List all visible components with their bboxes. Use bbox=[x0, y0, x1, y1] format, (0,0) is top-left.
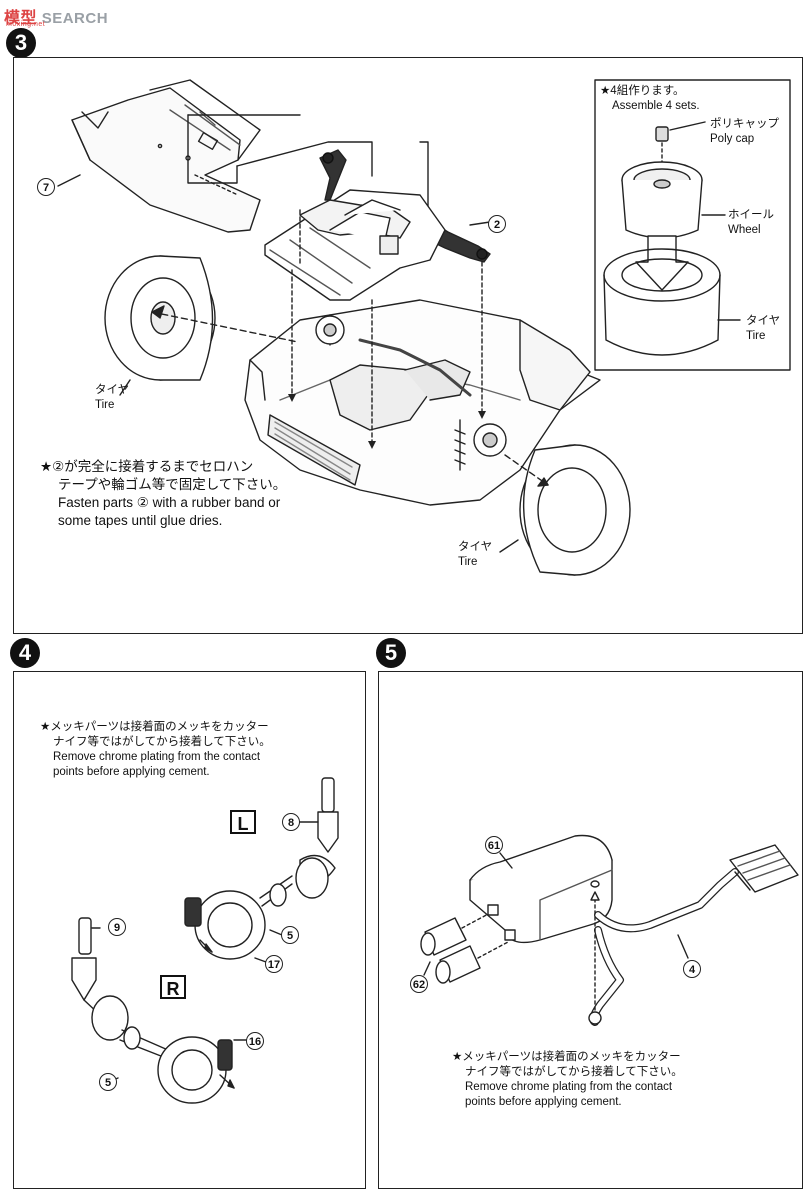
right-tire-shape bbox=[504, 444, 631, 576]
left-side-marker: L bbox=[230, 810, 256, 834]
step-5-number: 5 bbox=[384, 640, 398, 665]
part-5a-label: 5 bbox=[281, 926, 299, 944]
part-7-label: 7 bbox=[37, 178, 55, 196]
left-side-letter: L bbox=[237, 814, 249, 834]
step-5-note-jp-2: ナイフ等ではがしてから接着して下さい。 bbox=[465, 1066, 683, 1078]
step-5-panel bbox=[378, 671, 803, 1189]
step-4-note: ★メッキパーツは接着面のメッキをカッター ナイフ等ではがしてから接着して下さい。… bbox=[40, 720, 271, 780]
part-4-label: 4 bbox=[683, 960, 701, 978]
watermark: 模型 SEARCH moxing.net bbox=[4, 4, 108, 28]
part-17-number: 17 bbox=[267, 959, 281, 971]
part-7-number: 7 bbox=[42, 182, 50, 194]
step-4-note-jp-2: ナイフ等ではがしてから接着して下さい。 bbox=[53, 736, 271, 748]
part-61-number: 61 bbox=[487, 840, 501, 852]
step-5-note-en-2: points before applying cement. bbox=[465, 1096, 622, 1108]
part-62-label: 62 bbox=[410, 975, 428, 993]
part-5a-number: 5 bbox=[286, 930, 294, 942]
step-5-note-en-1: Remove chrome plating from the contact bbox=[465, 1081, 673, 1093]
step-3-note-en-2: some tapes until glue dries. bbox=[58, 513, 223, 528]
part-61-label: 61 bbox=[485, 836, 503, 854]
step-4-note-en-1: Remove chrome plating from the contact bbox=[53, 751, 261, 763]
left-tire-en: Tire bbox=[95, 399, 115, 411]
step-4-drawing-shape bbox=[71, 777, 339, 1104]
part-2-label: 2 bbox=[488, 215, 506, 233]
part-16-number: 16 bbox=[248, 1036, 262, 1048]
part-2-number: 2 bbox=[493, 219, 501, 231]
step-5-badge: 5 bbox=[376, 638, 406, 668]
part-5b-label: 5 bbox=[99, 1073, 117, 1091]
step-4-note-en-2: points before applying cement. bbox=[53, 766, 210, 778]
watermark-url: moxing.net bbox=[6, 21, 46, 28]
part-8-label: 8 bbox=[282, 813, 300, 831]
left-tire-shape bbox=[104, 255, 299, 381]
watermark-brand-cn: 模型 bbox=[4, 10, 38, 27]
right-side-marker: R bbox=[160, 975, 186, 999]
part-9-number: 9 bbox=[113, 922, 121, 934]
left-tire-jp: タイヤ bbox=[95, 384, 130, 396]
step-5-drawing-shape bbox=[420, 834, 799, 1026]
part-9-label: 9 bbox=[108, 918, 126, 936]
part-62-number: 62 bbox=[412, 979, 426, 991]
step-4-panel bbox=[13, 671, 366, 1189]
car-body-shape bbox=[244, 299, 601, 506]
inset-tire-label: タイヤ Tire bbox=[746, 314, 780, 344]
part-17-label: 17 bbox=[265, 955, 283, 973]
part-5b-number: 5 bbox=[104, 1077, 112, 1089]
inset-tire-en: Tire bbox=[746, 330, 766, 342]
inset-title-jp: ★4組作ります。 bbox=[600, 85, 685, 97]
step-3-note-en-1: Fasten parts ② with a rubber band or bbox=[58, 495, 281, 510]
part-8-number: 8 bbox=[287, 817, 295, 829]
part-16-label: 16 bbox=[246, 1032, 264, 1050]
step-3-note: ★②が完全に接着するまでセロハン テープや輪ゴム等で固定して下さい。 Faste… bbox=[40, 458, 340, 530]
step-5-note: ★メッキパーツは接着面のメッキをカッター ナイフ等ではがしてから接着して下さい。… bbox=[452, 1050, 683, 1110]
right-side-letter: R bbox=[166, 979, 180, 999]
polycap-jp: ポリキャップ bbox=[710, 118, 779, 130]
inset-title-en: Assemble 4 sets. bbox=[612, 100, 700, 112]
right-tire-label: タイヤ Tire bbox=[458, 540, 492, 570]
right-tire-en: Tire bbox=[458, 556, 478, 568]
left-tire-label: タイヤ Tire bbox=[95, 383, 129, 413]
step-3-badge: 3 bbox=[6, 28, 36, 58]
wheel-label: ホイール Wheel bbox=[728, 208, 774, 238]
part-7-spoiler-shape bbox=[71, 79, 261, 233]
step-4-note-jp-1: ★メッキパーツは接着面のメッキをカッター bbox=[40, 721, 269, 733]
watermark-brand-en: SEARCH bbox=[41, 10, 109, 27]
part-4-number: 4 bbox=[688, 964, 696, 976]
step-3-note-jp-1: ★②が完全に接着するまでセロハン bbox=[40, 459, 254, 474]
wheel-en: Wheel bbox=[728, 224, 761, 236]
polycap-label: ポリキャップ Poly cap bbox=[710, 117, 779, 147]
wheel-jp: ホイール bbox=[728, 209, 774, 221]
step-5-note-jp-1: ★メッキパーツは接着面のメッキをカッター bbox=[452, 1051, 681, 1063]
inset-tire-jp: タイヤ bbox=[746, 315, 781, 327]
step-4-number: 4 bbox=[18, 640, 32, 665]
step-3-panel bbox=[13, 57, 803, 634]
engine-cover-shape bbox=[264, 189, 446, 301]
step-4-badge: 4 bbox=[10, 638, 40, 668]
right-tire-jp: タイヤ bbox=[458, 541, 493, 553]
step-3-number: 3 bbox=[14, 30, 28, 55]
step-3-note-jp-2: テープや輪ゴム等で固定して下さい。 bbox=[58, 477, 287, 492]
inset-title: ★4組作ります。 Assemble 4 sets. bbox=[600, 84, 700, 114]
polycap-en: Poly cap bbox=[710, 133, 755, 145]
inset-wheel-shape bbox=[603, 121, 741, 356]
